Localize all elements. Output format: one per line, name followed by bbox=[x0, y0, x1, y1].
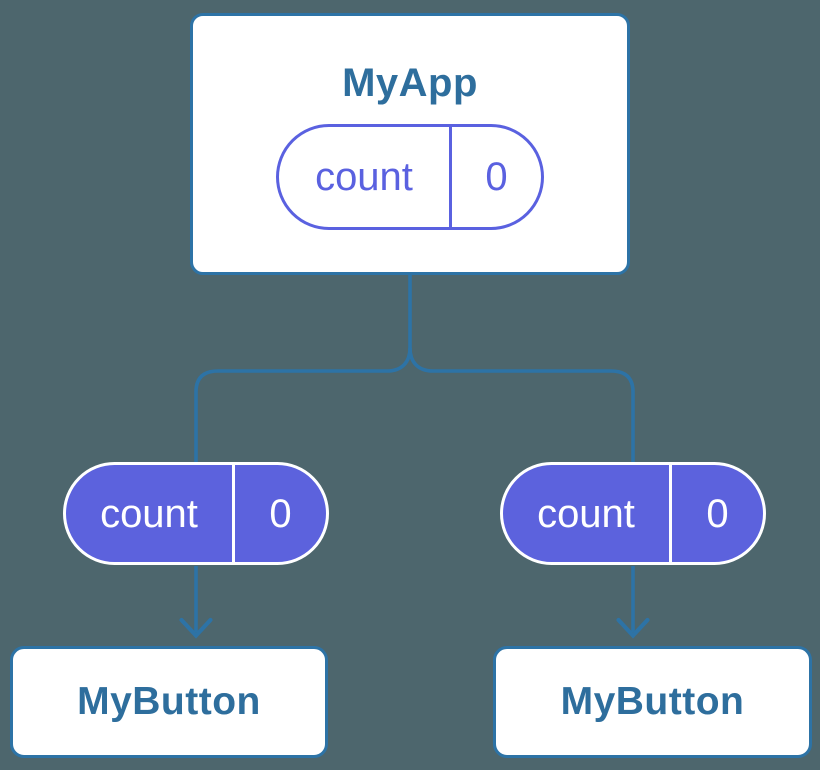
state-value-root: 0 bbox=[449, 127, 541, 227]
right-arrow-down-icon bbox=[616, 617, 650, 639]
state-pill-root: count 0 bbox=[276, 124, 544, 230]
component-label-child-left: MyButton bbox=[77, 679, 261, 723]
component-label-child-right: MyButton bbox=[560, 679, 745, 723]
left-branch-line bbox=[194, 347, 412, 462]
left-arrow-down-icon bbox=[179, 617, 213, 639]
state-pill-child-left: count 0 bbox=[63, 462, 329, 565]
state-name-child-right: count bbox=[537, 491, 635, 536]
state-name-child-left: count bbox=[100, 491, 198, 536]
state-value-child-right: 0 bbox=[669, 465, 763, 562]
state-name-root: count bbox=[315, 155, 413, 199]
component-card-child-left: MyButton bbox=[10, 646, 328, 758]
right-branch-line bbox=[408, 347, 635, 462]
state-pill-child-right: count 0 bbox=[500, 462, 766, 565]
component-card-child-right: MyButton bbox=[493, 646, 812, 758]
component-label-root: MyApp bbox=[342, 61, 478, 105]
component-card-root: MyApp count 0 bbox=[190, 13, 630, 275]
state-value-child-left: 0 bbox=[232, 465, 326, 562]
